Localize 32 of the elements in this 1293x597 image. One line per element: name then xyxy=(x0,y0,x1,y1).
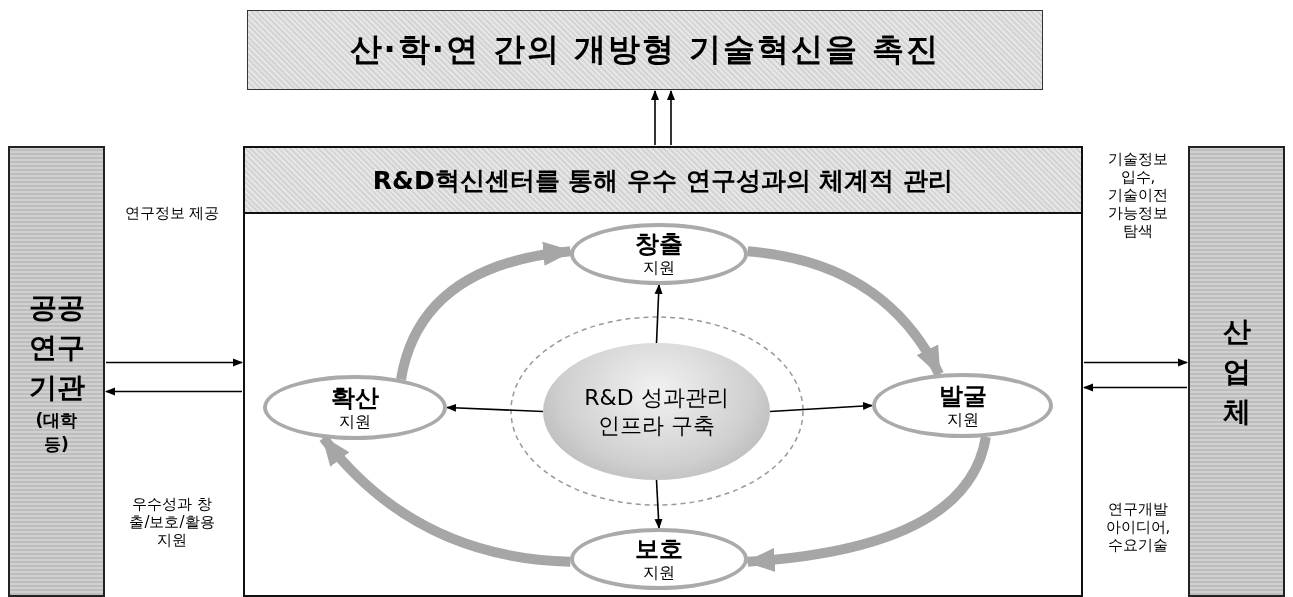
arrow xyxy=(446,403,544,413)
annotation-text: 연구정보 제공 xyxy=(123,204,221,222)
stage-title: 발굴 xyxy=(938,381,987,410)
panel-header: R&D혁신센터를 통해 우수 연구성과의 체계적 관리 xyxy=(245,148,1081,214)
side-note: (대학 등) xyxy=(34,408,79,456)
side-bar xyxy=(8,146,105,597)
stage-subtitle: 지원 xyxy=(643,258,675,278)
annotation-text: 연구개발 아이디어, 수요기술 xyxy=(1104,500,1172,554)
annotation-text: 기술정보 입수, 기술이전 가능정보 탐색 xyxy=(1107,150,1169,240)
stage-title: 창출 xyxy=(635,230,683,258)
arrow xyxy=(654,479,663,529)
arrow xyxy=(651,90,659,146)
arrow xyxy=(667,90,675,146)
stage-subtitle: 지원 xyxy=(946,409,979,430)
stage-title: 보호 xyxy=(635,535,683,563)
side-title: 산업체 xyxy=(1221,313,1252,430)
arrow xyxy=(1083,383,1188,392)
center-title: R&D 성과관리 인프라 구축 xyxy=(583,383,730,440)
arrow xyxy=(105,358,243,367)
side-bar xyxy=(1188,146,1285,597)
arrow xyxy=(769,402,873,413)
panel-frame xyxy=(243,146,1083,597)
arrow xyxy=(1083,358,1188,367)
side-title: 공공연구기관 xyxy=(27,289,86,406)
stage-title: 확산 xyxy=(331,383,379,412)
stage-subtitle: 지원 xyxy=(643,563,675,583)
banner-title: 산·학·연 간의 개방형 기술혁신을 촉진 xyxy=(349,29,941,70)
arrow xyxy=(654,284,663,344)
arrow xyxy=(105,387,243,396)
stage-subtitle: 지원 xyxy=(339,411,371,432)
banner-box xyxy=(247,10,1043,90)
annotation-text: 우수성과 창출/보호/활용지원 xyxy=(128,495,216,549)
